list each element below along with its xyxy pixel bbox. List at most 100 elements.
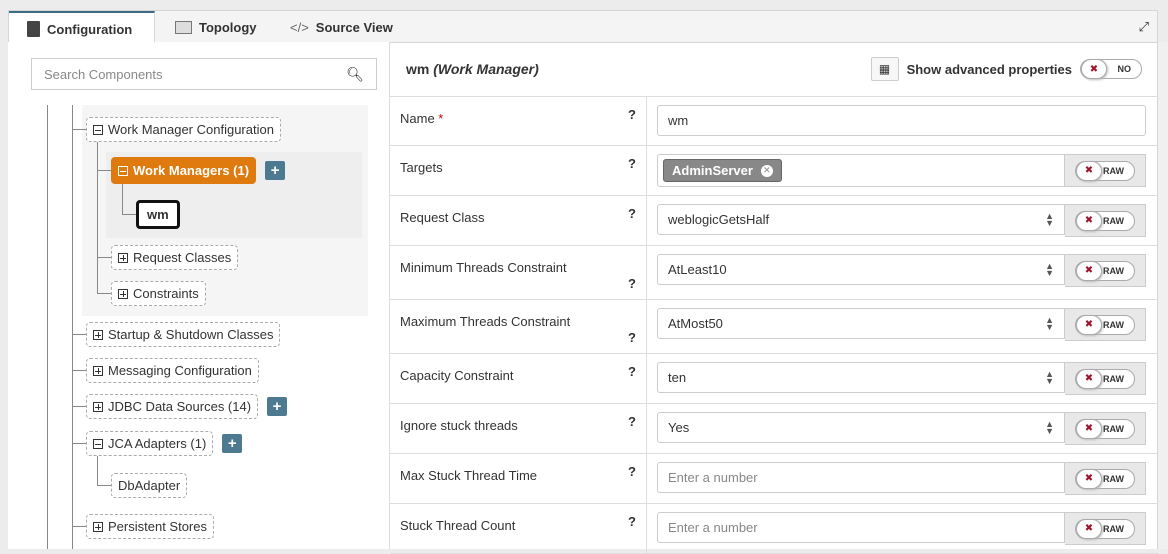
tree-node-persistent-stores[interactable]: Persistent Stores (86, 514, 214, 539)
field-label-text: Capacity Constraint (400, 368, 514, 383)
select-arrows-icon: ▲▼ (1045, 314, 1054, 332)
raw-toggle[interactable]: ✖RAW (1075, 518, 1135, 539)
toggle-x-icon: ✖ (1076, 418, 1102, 439)
properties-form: wm (Work Manager) ▦ Show advanced proper… (390, 42, 1158, 554)
help-icon[interactable]: ? (628, 414, 636, 429)
add-work-manager-button[interactable]: + (265, 161, 286, 180)
plus-icon: + (272, 398, 282, 415)
page-title: wm (Work Manager) (406, 61, 539, 77)
expand-node-icon[interactable] (93, 329, 103, 340)
expand-icon[interactable]: ⤢ (1138, 19, 1149, 34)
raw-toggle-container: ✖RAW (1065, 254, 1146, 287)
tab-source-view[interactable]: </> Source View (290, 20, 393, 35)
raw-toggle-container: ✖RAW (1065, 204, 1146, 237)
number-input[interactable]: Enter a number (657, 512, 1065, 543)
required-icon: * (434, 111, 444, 126)
add-jca-button[interactable]: + (222, 434, 243, 453)
collapse-icon[interactable] (118, 165, 128, 176)
form-row: Maximum Threads Constraint? AtMost50▲▼ ✖RA… (390, 300, 1158, 354)
field-value: AdminServer ✕ ✖RAW (647, 146, 1158, 195)
field-label-text: Maximum Threads Constraint (400, 314, 571, 329)
tree-line (122, 214, 136, 215)
field-value: weblogicGetsHalf▲▼ ✖RAW (647, 196, 1158, 245)
collapse-icon[interactable] (93, 124, 103, 135)
tree-line (72, 406, 86, 407)
field-label: Minimum Threads Constraint? (390, 246, 647, 299)
expand-node-icon[interactable] (118, 252, 128, 263)
raw-toggle[interactable]: ✖RAW (1075, 210, 1135, 231)
tree-node-wm[interactable]: wm (136, 200, 180, 229)
expand-node-icon[interactable] (93, 521, 103, 532)
raw-toggle[interactable]: ✖RAW (1075, 160, 1135, 181)
field-label: Targets? (390, 146, 647, 195)
expand-node-icon[interactable] (118, 288, 128, 299)
help-icon[interactable]: ? (628, 514, 636, 529)
tree-node-startup-shutdown[interactable]: Startup & Shutdown Classes (86, 322, 281, 347)
select-capacity-constraint[interactable]: ten▲▼ (657, 362, 1065, 393)
search-input[interactable]: Search Components 🔍︎ (31, 58, 377, 90)
number-input[interactable]: Enter a number (657, 462, 1065, 493)
add-jdbc-button[interactable]: + (267, 397, 288, 416)
targets-input[interactable]: AdminServer ✕ (657, 154, 1065, 187)
field-label-text: Stuck Thread Count (400, 518, 516, 533)
tab-topology[interactable]: Topology (175, 11, 257, 44)
advanced-properties-toggle[interactable]: ✖NO (1080, 59, 1142, 79)
select-request-class[interactable]: weblogicGetsHalf▲▼ (657, 204, 1065, 235)
tree-node-jca[interactable]: JCA Adapters (1) (86, 431, 214, 456)
tab-configuration[interactable]: Configuration (9, 11, 155, 45)
field-value: AtMost50▲▼ ✖RAW (647, 300, 1158, 353)
field-value: ten▲▼ ✖RAW (647, 354, 1158, 403)
scrollbar[interactable] (1158, 42, 1168, 549)
tree-node-messaging[interactable]: Messaging Configuration (86, 358, 259, 383)
tree-node-work-managers[interactable]: Work Managers (1) (111, 157, 257, 184)
raw-toggle[interactable]: ✖RAW (1075, 418, 1135, 439)
help-icon[interactable]: ? (628, 330, 636, 345)
select-maximum-threads-constraint[interactable]: AtMost50▲▼ (657, 308, 1065, 339)
help-icon[interactable]: ? (628, 276, 636, 291)
raw-toggle[interactable]: ✖RAW (1075, 368, 1135, 389)
raw-toggle[interactable]: ✖RAW (1075, 314, 1135, 335)
field-label: Ignore stuck threads? (390, 404, 647, 453)
form-header: wm (Work Manager) ▦ Show advanced proper… (390, 42, 1158, 97)
tree-line (72, 370, 86, 371)
form-row: Ignore stuck threads? Yes▲▼ ✖RAW (390, 404, 1158, 454)
help-icon[interactable]: ? (628, 206, 636, 221)
chip-label: AdminServer (672, 163, 753, 178)
remove-chip-icon[interactable]: ✕ (760, 164, 773, 177)
tree-node-dbadapter[interactable]: DbAdapter (111, 473, 188, 498)
help-icon[interactable]: ? (628, 464, 636, 479)
select-arrows-icon: ▲▼ (1045, 368, 1054, 386)
raw-toggle-container: ✖RAW (1065, 154, 1146, 187)
tree-node-request-classes[interactable]: Request Classes (111, 245, 239, 270)
field-label-text: Targets (400, 160, 443, 175)
help-icon[interactable]: ? (628, 364, 636, 379)
tree-line (72, 443, 86, 444)
raw-toggle[interactable]: ✖RAW (1075, 468, 1135, 489)
select-ignore-stuck-threads[interactable]: Yes▲▼ (657, 412, 1065, 443)
tree-node-constraints[interactable]: Constraints (111, 281, 206, 306)
raw-toggle[interactable]: ✖RAW (1075, 260, 1135, 281)
plus-icon: + (227, 435, 237, 452)
tree-node-jdbc[interactable]: JDBC Data Sources (14) (86, 394, 259, 419)
raw-label: RAW (1103, 265, 1124, 276)
form-row: Request Class? weblogicGetsHalf▲▼ ✖RAW (390, 196, 1158, 246)
collapse-icon[interactable] (93, 438, 103, 449)
plus-icon: + (270, 162, 280, 179)
form-row: Minimum Threads Constraint? AtLeast10▲▼ ✖R… (390, 246, 1158, 300)
expand-node-icon[interactable] (93, 401, 103, 412)
image-icon (175, 21, 192, 34)
expand-node-icon[interactable] (93, 365, 103, 376)
select-minimum-threads-constraint[interactable]: AtLeast10▲▼ (657, 254, 1065, 285)
select-value: AtLeast10 (668, 262, 727, 277)
help-icon[interactable]: ? (628, 107, 636, 122)
name-input[interactable]: wm (657, 105, 1146, 136)
field-label-text: Ignore stuck threads (400, 418, 518, 433)
help-icon[interactable]: ? (628, 156, 636, 171)
tree-node-work-manager-configuration[interactable]: Work Manager Configuration (86, 117, 281, 142)
raw-label: RAW (1103, 373, 1124, 384)
tree-line (72, 334, 86, 335)
select-arrows-icon: ▲▼ (1045, 210, 1054, 228)
search-icon[interactable]: 🔍︎ (346, 65, 364, 82)
field-label: Request Class? (390, 196, 647, 245)
calculator-icon[interactable]: ▦ (870, 57, 899, 81)
